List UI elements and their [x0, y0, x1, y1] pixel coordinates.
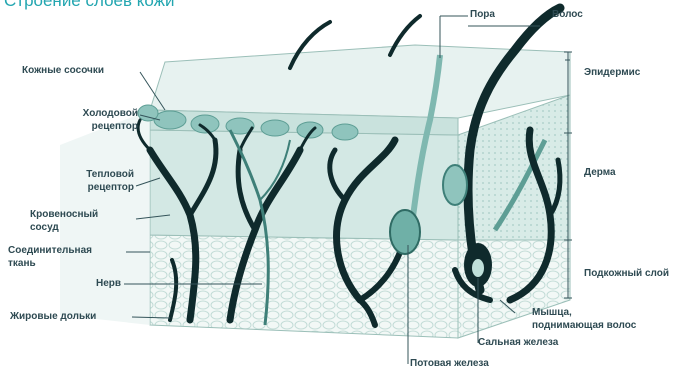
label-sweat-gland: Потовая железа	[410, 358, 489, 369]
label-fat-lobules: Жировые дольки	[10, 311, 96, 322]
label-sebaceous-gland: Сальная железа	[478, 337, 558, 348]
label-pore: Пора	[470, 9, 495, 20]
label-dermis: Дерма	[584, 167, 616, 178]
label-arrector-muscle-line1: Мышца,	[532, 307, 572, 318]
label-hair: Волос	[552, 9, 583, 20]
label-connective-tissue-line1: Соединительная	[8, 245, 92, 256]
label-cold-receptor-line2: рецептор	[56, 121, 138, 132]
label-epidermis: Эпидермис	[584, 67, 640, 78]
label-heat-receptor-line1: Тепловой	[56, 169, 134, 180]
label-skin-papillae: Кожные сосочки	[22, 65, 104, 76]
label-arrector-muscle-line2: поднимающая волос	[532, 320, 636, 331]
sebaceous-gland	[443, 165, 467, 205]
label-connective-tissue-line2: ткань	[8, 258, 36, 269]
label-nerve: Нерв	[96, 278, 121, 289]
label-cold-receptor-line1: Холодовой	[56, 108, 138, 119]
label-blood-vessel-line1: Кровеносный	[30, 209, 98, 220]
label-heat-receptor-line2: рецептор	[56, 182, 134, 193]
label-blood-vessel-line2: сосуд	[30, 222, 59, 233]
sweat-gland-coil	[390, 210, 420, 254]
label-hypodermis: Подкожный слой	[584, 268, 669, 279]
